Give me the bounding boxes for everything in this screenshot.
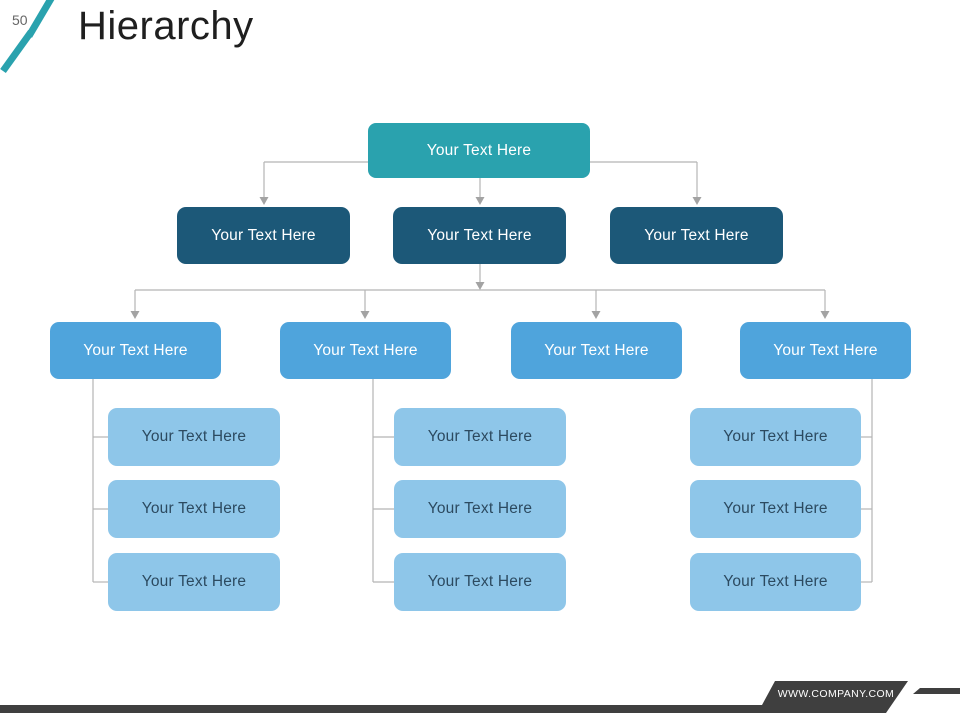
page-title: Hierarchy <box>78 4 254 48</box>
org-node-level4-g3-2: Your Text Here <box>690 480 861 538</box>
org-node-level3-1: Your Text Here <box>50 322 221 379</box>
org-node-level3-4: Your Text Here <box>740 322 911 379</box>
org-node-level4-g1-2: Your Text Here <box>108 480 280 538</box>
page-number: 50 <box>12 12 28 28</box>
org-node-level2-3: Your Text Here <box>610 207 783 264</box>
down-arrow-icon <box>820 311 830 319</box>
org-node-level3-2: Your Text Here <box>280 322 451 379</box>
org-node-level4-g1-3: Your Text Here <box>108 553 280 611</box>
org-node-level4-g2-1: Your Text Here <box>394 408 566 466</box>
footer-line-shape <box>913 688 960 694</box>
footer-url: WWW.COMPANY.COM <box>777 688 895 700</box>
org-node-level4-g3-1: Your Text Here <box>690 408 861 466</box>
down-arrow-icon <box>475 197 485 205</box>
down-arrow-icon <box>591 311 601 319</box>
org-node-level4-g2-2: Your Text Here <box>394 480 566 538</box>
down-arrow-icon <box>360 311 370 319</box>
down-arrow-icon <box>475 282 485 290</box>
org-node-level4-g1-1: Your Text Here <box>108 408 280 466</box>
org-node-level1: Your Text Here <box>368 123 590 178</box>
org-node-level4-g2-3: Your Text Here <box>394 553 566 611</box>
footer-bar-shape <box>0 681 908 713</box>
down-arrow-icon <box>692 197 702 205</box>
down-arrow-icon <box>130 311 140 319</box>
org-node-level3-3: Your Text Here <box>511 322 682 379</box>
org-node-level4-g3-3: Your Text Here <box>690 553 861 611</box>
org-node-level2-1: Your Text Here <box>177 207 350 264</box>
down-arrow-icon <box>259 197 269 205</box>
org-node-level2-2: Your Text Here <box>393 207 566 264</box>
header-slash-icon <box>0 0 55 74</box>
